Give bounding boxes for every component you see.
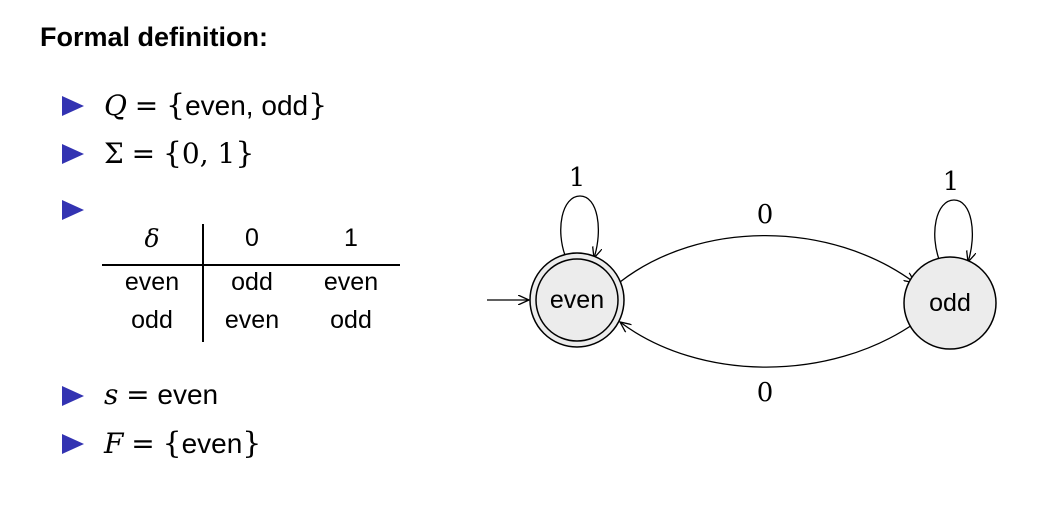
table-vertical-rule — [202, 224, 204, 342]
self-loop-even — [560, 195, 599, 258]
bullet-icon — [62, 200, 84, 220]
self-loop-odd — [934, 199, 973, 262]
transition-even-to-odd — [619, 235, 915, 283]
table-cell: odd — [131, 306, 173, 334]
table-cell: odd — [231, 268, 273, 296]
accept-set: even — [181, 428, 243, 459]
table-cell: even — [323, 268, 379, 296]
accept-symbol: F — [104, 427, 124, 460]
equals-sign: = — [126, 378, 150, 411]
state-odd — [903, 256, 997, 350]
self-loop-odd-label: 1 — [943, 167, 960, 197]
bullet-icon — [62, 434, 84, 454]
table-header-cell: 0 — [245, 224, 259, 252]
self-loop-even-label: 1 — [569, 163, 586, 193]
start-state-value: even — [157, 379, 219, 410]
transition-odd-to-even-label: 0 — [757, 378, 774, 408]
table-row: even odd even — [102, 268, 400, 306]
bullet-icon — [62, 386, 84, 406]
alphabet-set: 0, 1 — [181, 137, 236, 170]
start-symbol: s — [104, 378, 119, 411]
table-header-cell: δ — [144, 224, 160, 253]
heading: Formal definition: — [40, 22, 268, 52]
open-brace: { — [166, 88, 186, 123]
close-brace: } — [235, 136, 255, 171]
table-row: odd even odd — [102, 306, 400, 344]
equals-sign: = — [134, 89, 159, 122]
state-even-label: even — [550, 286, 604, 314]
states-definition: Q = {even, odd} — [104, 88, 327, 123]
open-brace: { — [162, 426, 182, 461]
transition-odd-to-even — [620, 322, 916, 368]
alphabet-definition: Σ = {0, 1} — [104, 136, 254, 171]
equals-sign: = — [131, 137, 156, 170]
close-brace: } — [308, 88, 328, 123]
states-symbol: Q — [104, 89, 127, 122]
transition-even-to-odd-label: 0 — [757, 200, 774, 230]
open-brace: { — [162, 136, 182, 171]
accept-definition: F = {even} — [104, 426, 261, 461]
table-cell: even — [124, 268, 180, 296]
states-set: even, odd — [185, 90, 309, 121]
table-horizontal-rule — [102, 264, 400, 266]
alphabet-symbol: Σ — [104, 137, 124, 170]
table-cell: odd — [330, 306, 372, 334]
bullet-icon — [62, 144, 84, 164]
equals-sign: = — [131, 427, 155, 460]
state-odd-label: odd — [929, 289, 971, 317]
bullet-icon — [62, 96, 84, 116]
close-brace: } — [242, 426, 262, 461]
table-header-cell: 1 — [344, 224, 358, 252]
table-cell: even — [224, 306, 280, 334]
state-even — [535, 258, 619, 342]
start-definition: s = even — [104, 378, 218, 411]
table-header-row: δ 0 1 — [102, 224, 400, 262]
